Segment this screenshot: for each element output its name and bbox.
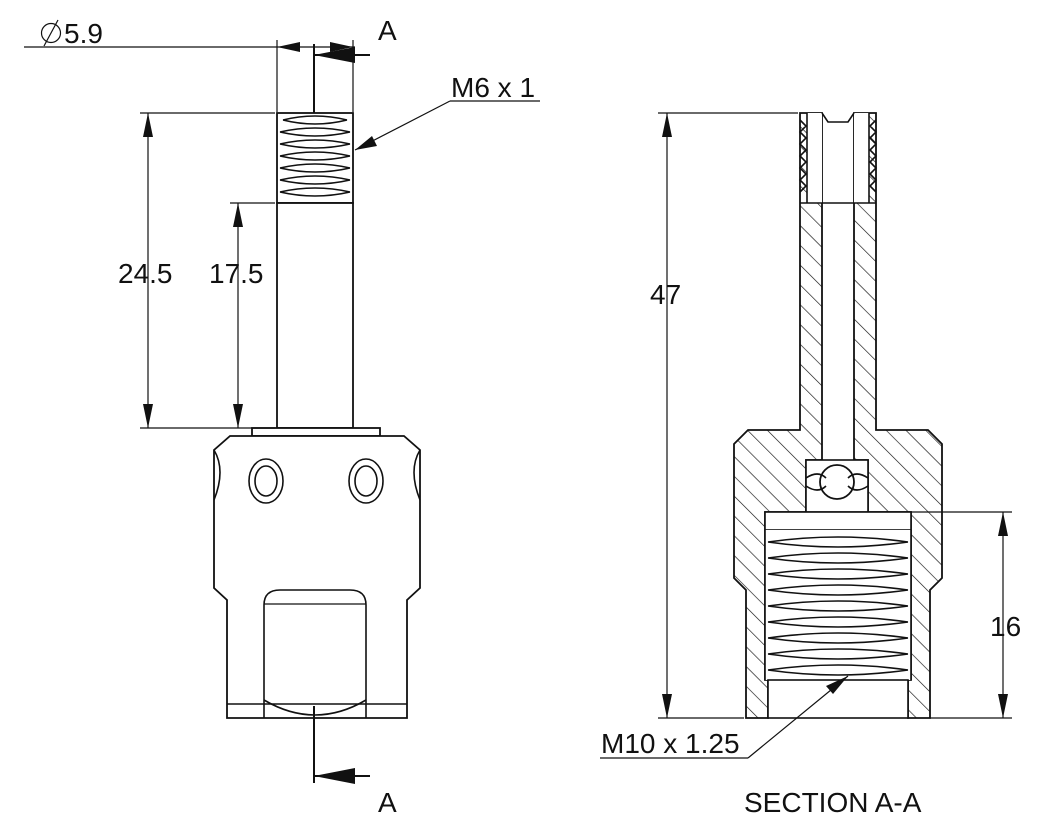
section-view: 47 16 M10 x 1.25 SECTION A-A [600,112,1021,818]
threaded-tip [276,112,354,204]
small-thread-profile [798,119,878,193]
bore-depth-dimension: 16 [911,511,1021,719]
check-ball [805,459,869,513]
length-total-thread-dimension: 24.5 [118,112,275,429]
bore-depth-label: 16 [990,611,1021,642]
section-title: SECTION A-A [744,787,922,818]
length-shaft-label: 17.5 [209,258,264,289]
large-thread-bore [764,530,912,719]
thread-large-callout: M10 x 1.25 [600,675,849,759]
section-marker-bottom-label: A [378,787,397,818]
length-overall-dimension: 47 [650,112,798,719]
diameter-dimension: 5.9 [24,18,355,112]
thread-small-callout: M6 x 1 [354,72,540,151]
body [213,435,421,719]
section-marker-bottom: A [313,706,397,818]
section-marker-top: A [313,15,397,120]
shaft [276,202,354,429]
front-view: 5.9 A M6 x 1 [24,15,540,818]
diameter-label: 5.9 [64,18,103,49]
diameter-icon [40,19,62,47]
length-overall-label: 47 [650,279,681,310]
thread-small-label: M6 x 1 [451,72,535,103]
collar [251,427,381,437]
thread-large-label: M10 x 1.25 [601,728,740,759]
section-marker-top-label: A [378,15,397,46]
length-total-thread-label: 24.5 [118,258,173,289]
length-shaft-dimension: 17.5 [209,202,275,428]
